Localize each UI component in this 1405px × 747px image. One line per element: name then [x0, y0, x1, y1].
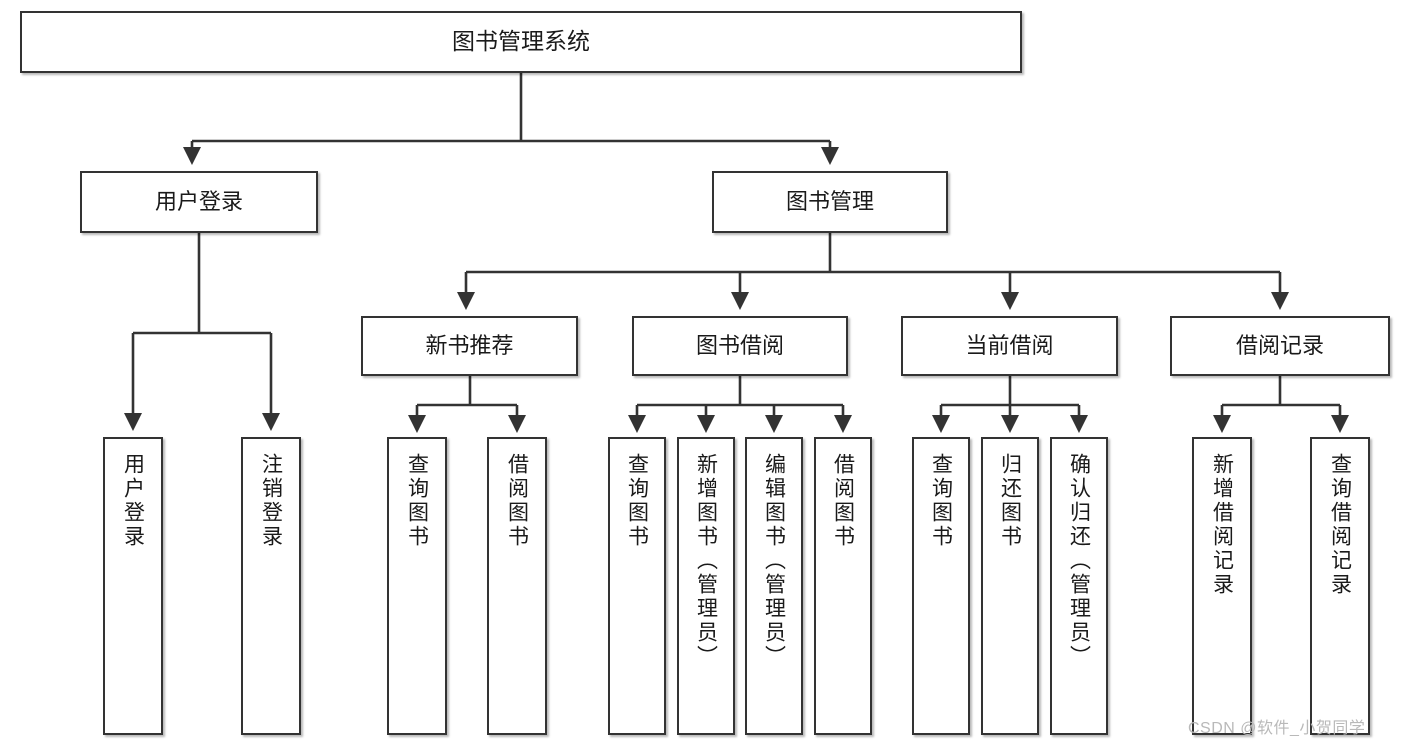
leaf-query-book-recommend[interactable]: 查询图书	[387, 437, 447, 735]
node-label: 新增图书（管理员）	[694, 453, 718, 669]
leaf-borrow-book[interactable]: 借阅图书	[814, 437, 872, 735]
leaf-add-book-admin[interactable]: 新增图书（管理员）	[677, 437, 735, 735]
watermark: CSDN @软件_小贺同学	[1188, 720, 1366, 737]
node-user-login[interactable]: 用户登录	[80, 171, 318, 233]
node-label: 用户登录	[121, 453, 145, 549]
leaf-edit-book-admin[interactable]: 编辑图书（管理员）	[745, 437, 803, 735]
node-label: 新书推荐	[425, 333, 514, 359]
node-book-management-system[interactable]: 图书管理系统	[20, 11, 1022, 73]
leaf-return-book[interactable]: 归还图书	[981, 437, 1039, 735]
node-label: 新增借阅记录	[1210, 453, 1234, 597]
leaf-confirm-return-admin[interactable]: 确认归还（管理员）	[1050, 437, 1108, 735]
leaf-add-borrow-record[interactable]: 新增借阅记录	[1192, 437, 1252, 735]
node-label: 编辑图书（管理员）	[762, 453, 786, 669]
node-current-borrow[interactable]: 当前借阅	[901, 316, 1118, 376]
node-label: 注销登录	[259, 453, 283, 549]
node-label: 查询借阅记录	[1328, 453, 1352, 597]
node-label: 查询图书	[625, 453, 649, 549]
node-label: 查询图书	[405, 453, 429, 549]
node-label: 确认归还（管理员）	[1067, 453, 1091, 669]
node-label: 借阅记录	[1235, 333, 1324, 359]
node-label: 查询图书	[929, 453, 953, 549]
leaf-query-borrow-record[interactable]: 查询借阅记录	[1310, 437, 1370, 735]
node-label: 借阅图书	[505, 453, 529, 549]
node-new-book-recommend[interactable]: 新书推荐	[361, 316, 578, 376]
leaf-borrow-book-recommend[interactable]: 借阅图书	[487, 437, 547, 735]
leaf-user-login[interactable]: 用户登录	[103, 437, 163, 735]
node-label: 归还图书	[998, 453, 1022, 549]
node-label: 当前借阅	[965, 333, 1054, 359]
node-book-management[interactable]: 图书管理	[712, 171, 948, 233]
node-label: 用户登录	[154, 189, 243, 215]
leaf-query-book-current[interactable]: 查询图书	[912, 437, 970, 735]
node-label: 图书管理系统	[452, 28, 590, 55]
node-book-borrow[interactable]: 图书借阅	[632, 316, 848, 376]
node-label: 图书管理	[785, 189, 874, 215]
node-borrow-record[interactable]: 借阅记录	[1170, 316, 1390, 376]
node-label: 借阅图书	[831, 453, 855, 549]
leaf-logout-login[interactable]: 注销登录	[241, 437, 301, 735]
leaf-query-book-borrow[interactable]: 查询图书	[608, 437, 666, 735]
node-label: 图书借阅	[695, 333, 784, 359]
